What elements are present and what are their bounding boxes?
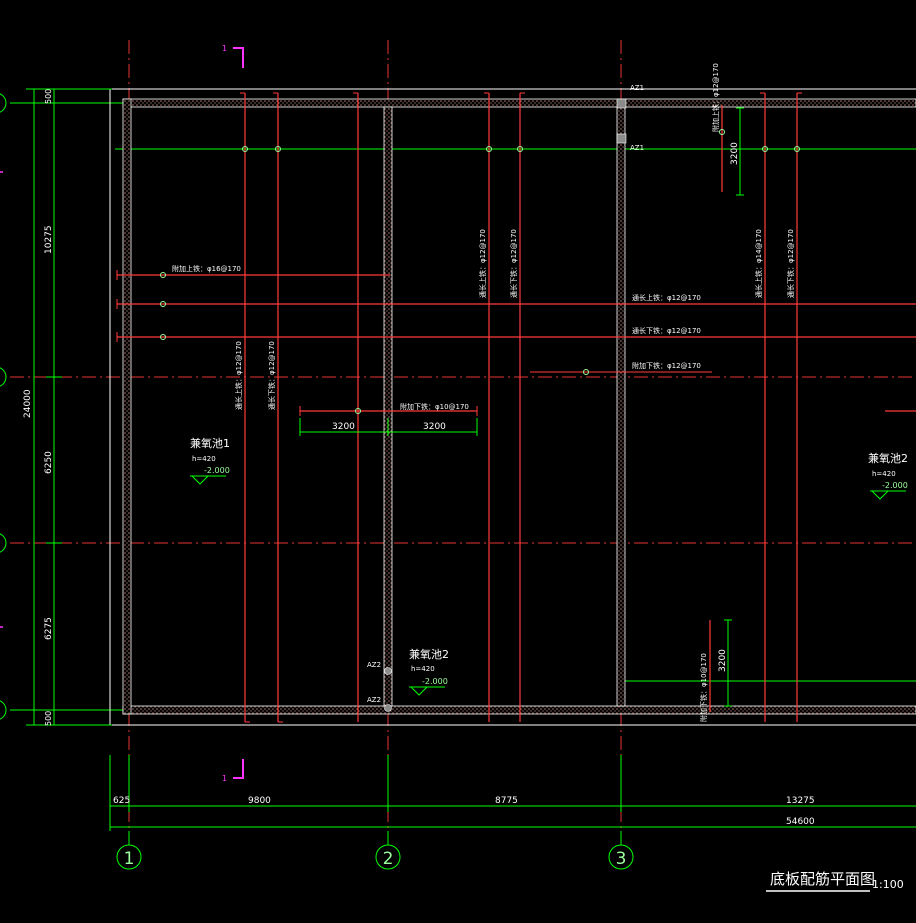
- axis-label-2: 2: [383, 849, 394, 869]
- dim-left-seg-1: 500: [44, 89, 53, 104]
- section-label-top: 1: [222, 44, 227, 53]
- label-add-bottom-12: 附加下铁：φ12@170: [632, 361, 701, 370]
- wall-left: [122, 98, 132, 715]
- tank1-elevation: -2.000: [204, 466, 230, 475]
- tank2-name-right: 兼氧池2: [868, 451, 908, 465]
- az2-label-b: AZ2: [367, 696, 381, 704]
- tank1-thickness: h=420: [192, 455, 216, 463]
- column-az1-top: [616, 98, 627, 109]
- axis-label-1: 1: [124, 849, 135, 869]
- axis-bubble-left: [0, 700, 7, 720]
- rebar-labels: 附加上铁：φ16@170 通长上铁：φ12@170 通长下铁：φ12@170 附…: [172, 63, 795, 722]
- axis-bubble-left: [0, 93, 7, 113]
- rebar-nodes: [160, 129, 800, 414]
- node: [275, 146, 281, 152]
- node: [719, 129, 725, 135]
- az1-label-mid: AZ1: [630, 144, 644, 152]
- dim-left-seg-3: 6250: [44, 451, 54, 474]
- column-az1-mid: [616, 133, 627, 144]
- rebar-hooks: [116, 92, 802, 723]
- bottom-axis-bubbles: [116, 831, 634, 870]
- label-v7: 通长下铁：φ12@170: [786, 229, 795, 298]
- section-mark-top: [233, 47, 244, 68]
- axis-label-3: 3: [616, 849, 627, 869]
- axis-bubble-left: [0, 533, 7, 553]
- left-dimension-chains: [26, 88, 112, 726]
- section-marks: [233, 47, 244, 779]
- az2-label-a: AZ2: [367, 661, 381, 669]
- label-short-bottom: 附加下铁：φ10@170: [699, 653, 708, 722]
- dim-bottom-seg-1: 625: [113, 796, 130, 806]
- dim-bottom-total: 54600: [786, 817, 815, 827]
- dim-left-total: 24000: [23, 389, 33, 418]
- elevation-mark: [190, 475, 226, 485]
- label-v2: 通长下铁：φ12@170: [267, 341, 276, 410]
- column-az2-a: [384, 667, 392, 675]
- tank1-name: 兼氧池1: [190, 436, 230, 450]
- left-magenta-ticks: [0, 171, 3, 628]
- outer-contour: [109, 88, 916, 726]
- node: [762, 146, 768, 152]
- node: [583, 369, 589, 375]
- dim-bottom-seg-2: 9800: [248, 796, 271, 806]
- label-thru-top-12: 通长上铁：φ12@170: [632, 293, 701, 302]
- left-axis-bubbles: [0, 93, 7, 720]
- columns: [384, 98, 627, 712]
- node: [517, 146, 523, 152]
- column-az2-b: [384, 704, 392, 712]
- section-label-bottom: 1: [222, 774, 227, 783]
- dim-bottom-seg-3: 8775: [495, 796, 518, 806]
- label-v4: 通长上铁：φ12@170: [478, 229, 487, 298]
- axis-bubble-3: [608, 844, 634, 870]
- dim-3200-top: 3200: [730, 142, 740, 165]
- node: [160, 301, 166, 307]
- bottom-dimension-chains: [109, 755, 916, 831]
- elevation-mark: [870, 490, 906, 500]
- tank2-thickness-right: h=420: [872, 470, 896, 478]
- node: [355, 408, 361, 414]
- dim-left-seg-5: 500: [44, 711, 53, 726]
- az1-label-top: AZ1: [630, 84, 644, 92]
- axis-bubble-left: [0, 367, 7, 387]
- label-v6: 通长上铁：φ14@170: [754, 229, 763, 298]
- node: [242, 146, 248, 152]
- label-add-top-16: 附加上铁：φ16@170: [172, 264, 241, 273]
- label-short-top: 附加上铁：φ12@170: [711, 63, 720, 132]
- node: [486, 146, 492, 152]
- dims-3200: [299, 107, 744, 707]
- axis-bubble-2: [375, 844, 401, 870]
- dim-3200-right: 3200: [423, 422, 446, 432]
- drawing-title: 底板配筋平面图: [770, 870, 875, 888]
- tank-2-label-a: 兼氧池2 h=420 -2.000: [409, 647, 449, 696]
- dim-left-seg-2: 10275: [44, 225, 54, 254]
- tank-2-label-b: 兼氧池2 h=420 -2.000: [868, 451, 908, 500]
- rebar-lines: [117, 93, 916, 722]
- dim-3200-bottom: 3200: [718, 649, 728, 672]
- tank2-thickness: h=420: [411, 665, 435, 673]
- grid-lines: [10, 40, 916, 845]
- tank2-name: 兼氧池2: [409, 647, 449, 661]
- label-v5: 通长下铁：φ12@170: [509, 229, 518, 298]
- wall-mid-1: [383, 106, 393, 707]
- dim-3200-left: 3200: [332, 422, 355, 432]
- dim-left-seg-4: 6275: [44, 617, 54, 640]
- dim-bottom-seg-4: 13275: [786, 796, 815, 806]
- node: [160, 272, 166, 278]
- tank2-elevation-right: -2.000: [882, 481, 908, 490]
- label-thru-bottom-12: 通长下铁：φ12@170: [632, 326, 701, 335]
- tank2-elevation: -2.000: [422, 677, 448, 686]
- label-v1: 通长上铁：φ12@170: [234, 341, 243, 410]
- elevation-mark: [409, 686, 445, 696]
- wall-mid-2: [616, 106, 626, 707]
- node: [160, 334, 166, 340]
- drawing-scale: 1:100: [872, 878, 904, 891]
- axis-bubble-1: [116, 844, 142, 870]
- tank-1-label: 兼氧池1 h=420 -2.000: [190, 436, 230, 485]
- node: [794, 146, 800, 152]
- label-add-bottom-10: 附加下铁：φ10@170: [400, 402, 469, 411]
- section-mark-bottom: [233, 759, 244, 779]
